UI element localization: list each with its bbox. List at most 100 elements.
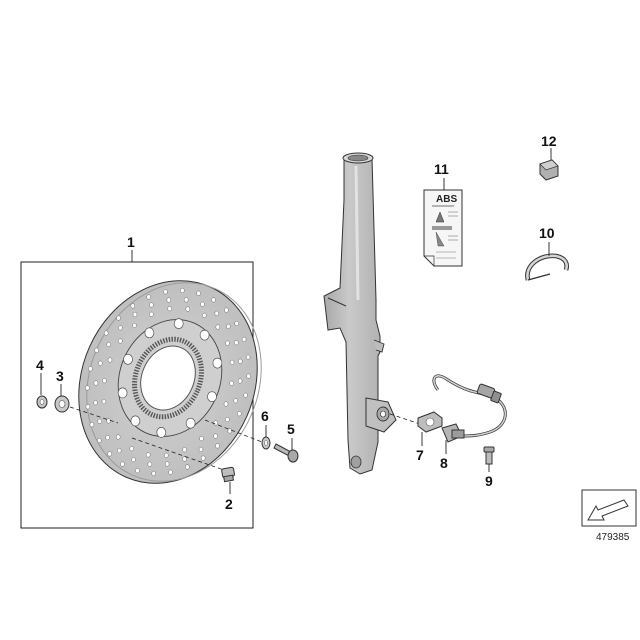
disc-hole	[234, 320, 239, 327]
disc-hole	[101, 399, 107, 405]
disc-hole	[98, 360, 103, 366]
disc-hole	[151, 470, 156, 477]
disc-rivet	[117, 387, 128, 399]
reference-number: 479385	[596, 532, 630, 543]
disc-hole	[215, 443, 220, 449]
disc-hole	[147, 461, 153, 467]
disc-hole	[129, 446, 134, 452]
part-4-nut	[36, 395, 48, 409]
disc-hole	[89, 422, 95, 428]
disc-hole	[118, 325, 123, 331]
disc-rivet	[199, 329, 210, 341]
disc-hole	[145, 452, 151, 458]
disc-hole	[132, 311, 138, 318]
disc-hole	[211, 297, 216, 303]
disc-hole	[146, 294, 151, 300]
axis-6	[204, 419, 263, 443]
disc-hole	[105, 435, 110, 441]
callout-1: 1	[127, 234, 135, 250]
disc-hole	[93, 380, 99, 386]
disc-hole	[223, 401, 229, 407]
disc-hole	[198, 446, 204, 453]
disc-hole	[196, 290, 201, 296]
disc-rivet	[156, 427, 167, 438]
callout-8: 8	[440, 455, 448, 471]
disc-rivet	[212, 357, 223, 369]
disc-hole	[225, 417, 230, 423]
disc-hole	[180, 287, 185, 294]
part-8-abs-sensor	[432, 374, 507, 443]
disc-hole	[202, 312, 207, 318]
callout-12: 12	[541, 133, 557, 149]
disc-hole	[120, 461, 125, 467]
disc-hole	[106, 341, 111, 347]
direction-arrow-icon	[587, 499, 629, 521]
disc-hole	[106, 418, 111, 424]
brake-disc	[78, 280, 262, 484]
orientation-box	[581, 489, 637, 527]
disc-hole	[131, 457, 136, 463]
part-9-screw	[483, 446, 495, 465]
disc-hole	[229, 359, 235, 365]
disc-hole	[132, 322, 137, 328]
part-6-washer	[261, 436, 271, 450]
disc-hole	[102, 378, 107, 384]
disc-hole	[116, 315, 121, 321]
disc-hole	[85, 404, 91, 410]
part-5-bolt	[273, 443, 299, 463]
axis-7	[389, 413, 421, 425]
disc-hole	[241, 336, 247, 342]
disc-hole	[94, 347, 99, 353]
disc-hole	[200, 301, 205, 307]
fork-slider	[323, 152, 397, 475]
callout-11: 11	[434, 161, 449, 177]
disc-hole	[168, 469, 173, 475]
disc-rivet	[207, 391, 217, 403]
disc-rivet	[173, 318, 184, 329]
disc-hole	[185, 464, 190, 470]
disc-hole	[166, 297, 172, 303]
callout-2: 2	[225, 496, 233, 512]
disc-hole	[227, 428, 233, 434]
disc-rivet	[144, 327, 155, 339]
disc-rivet	[123, 353, 133, 365]
disc-hole	[149, 311, 154, 317]
disc-hole	[237, 378, 243, 384]
disc-rivet	[185, 417, 196, 429]
callout-9: 9	[485, 473, 493, 489]
part-7-spacer	[417, 411, 443, 433]
callout-6: 6	[261, 408, 269, 424]
disc-hole	[214, 310, 220, 316]
disc-hole	[103, 330, 109, 336]
callout-3: 3	[56, 368, 64, 384]
disc-hole	[130, 303, 136, 309]
disc-hole	[116, 448, 122, 454]
disc-hole	[163, 289, 168, 295]
disc-hole	[135, 468, 140, 474]
part-11-abs-label: ABS	[423, 189, 463, 267]
disc-hole	[93, 400, 98, 406]
disc-hole	[246, 373, 251, 379]
callout-10: 10	[539, 225, 555, 241]
disc-hole	[234, 340, 239, 346]
disc-hole	[199, 436, 204, 442]
disc-hole	[233, 398, 238, 404]
disc-rivet	[130, 415, 141, 427]
disc-hole	[213, 433, 218, 439]
disc-hole	[213, 420, 218, 426]
disc-hole	[243, 392, 248, 398]
disc-hole	[107, 451, 112, 457]
disc-hole	[107, 357, 113, 363]
disc-hole	[183, 297, 189, 303]
callout-4: 4	[36, 357, 44, 373]
disc-hole	[224, 307, 229, 313]
disc-hole	[164, 461, 170, 467]
abs-label-brand: ABS	[436, 194, 457, 205]
axis-3	[69, 406, 119, 424]
disc-hole	[215, 324, 221, 330]
disc-hole	[226, 323, 231, 329]
disc-hole	[164, 452, 169, 458]
part-3-washer	[54, 395, 70, 413]
disc-hole	[238, 358, 243, 364]
disc-hole	[225, 340, 230, 346]
